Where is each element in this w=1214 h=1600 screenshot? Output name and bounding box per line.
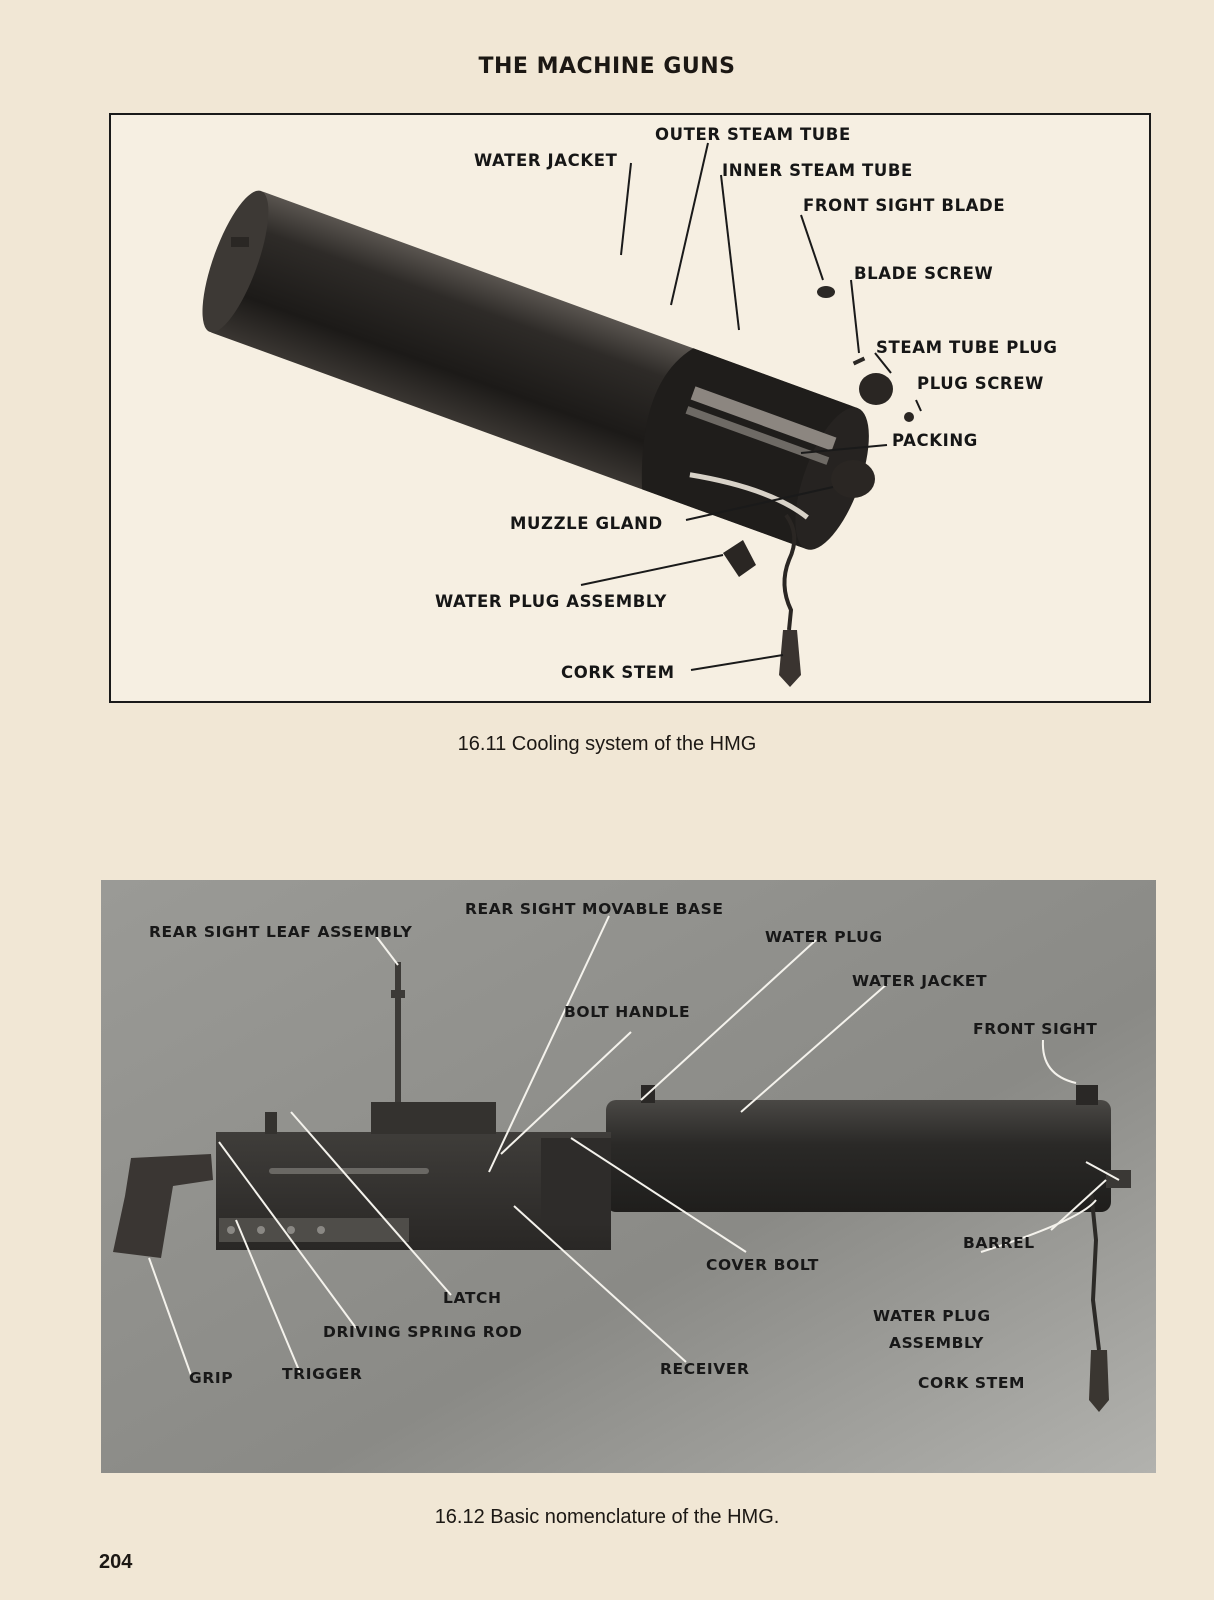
figure2-leader-lines [148,915,1120,1376]
label-barrel: BARREL [963,1234,1035,1252]
label-cork-stem: CORK STEM [918,1374,1026,1392]
label-water-plug: WATER PLUG [765,928,883,946]
water-jacket-drawing [606,1100,1111,1212]
water-plug-assembly-part [723,513,801,687]
label-outer-steam-tube: OUTER STEAM TUBE [655,125,851,144]
cooling-system-illustration [202,142,922,687]
label-rear-sight-leaf-assembly: REAR SIGHT LEAF ASSEMBLY [149,923,413,941]
label-water-plug-assembly-line2: ASSEMBLY [889,1334,984,1352]
blade-screw-part [852,356,866,366]
label-grip: GRIP [189,1369,234,1387]
label-steam-tube-plug: STEAM TUBE PLUG [876,338,1058,357]
label-trigger: TRIGGER [282,1365,363,1383]
label-cork-stem: CORK STEM [561,663,675,682]
label-rear-sight-movable-base: REAR SIGHT MOVABLE BASE [465,900,724,918]
label-blade-screw: BLADE SCREW [854,264,994,283]
label-water-jacket: WATER JACKET [474,151,618,170]
label-plug-screw: PLUG SCREW [917,374,1044,393]
steam-tube-plug-part [859,373,893,405]
label-bolt-handle: BOLT HANDLE [564,1003,691,1021]
figure1-caption: 16.11 Cooling system of the HMG [457,733,757,755]
figure-cooling-system: OUTER STEAM TUBE WATER JACKET INNER STEA… [109,113,1151,703]
figure-basic-nomenclature: REAR SIGHT MOVABLE BASE REAR SIGHT LEAF … [101,880,1156,1473]
label-driving-spring-rod: DRIVING SPRING ROD [323,1323,523,1341]
page-number: 204 [99,1551,133,1573]
label-front-sight-blade: FRONT SIGHT BLADE [803,196,1006,215]
label-water-jacket: WATER JACKET [852,972,988,990]
label-latch: LATCH [443,1289,502,1307]
label-front-sight: FRONT SIGHT [973,1020,1098,1038]
hmg-photo-illustration [101,880,1156,1473]
label-inner-steam-tube: INNER STEAM TUBE [722,161,913,180]
plug-screw-part [904,412,914,422]
page-title: THE MACHINE GUNS [478,54,736,79]
label-water-plug-assembly-line1: WATER PLUG [873,1307,991,1325]
label-muzzle-gland: MUZZLE GLAND [510,514,663,533]
label-cover-bolt: COVER BOLT [706,1256,819,1274]
label-water-plug-assembly: WATER PLUG ASSEMBLY [435,592,667,611]
muzzle-gland-part [831,460,875,498]
label-receiver: RECEIVER [660,1360,750,1378]
figure2-caption: 16.12 Basic nomenclature of the HMG. [434,1506,780,1528]
grip-drawing [113,1154,213,1258]
label-packing: PACKING [892,431,978,450]
figure1-leader-lines [580,142,922,671]
water-jacket-drawing [202,190,869,550]
front-sight-blade-part [817,286,835,298]
